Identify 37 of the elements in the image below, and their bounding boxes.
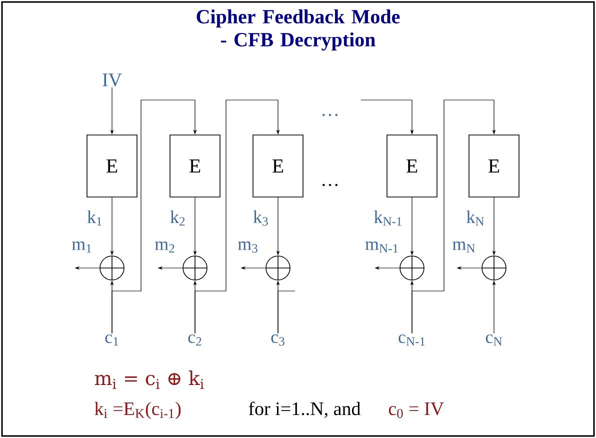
feedback-arrow <box>194 100 280 334</box>
edge-label: m$_{1}$ <box>72 241 92 253</box>
xor-symbol <box>400 256 424 280</box>
ciphertext-label: c$_{N-1}$ <box>398 334 425 346</box>
cipher-box: E <box>170 134 220 198</box>
cipher-box: E <box>386 134 438 198</box>
cipher-box: E <box>86 134 138 198</box>
xor-symbol <box>100 256 124 280</box>
edge-label: k$_{N-1}$ <box>374 210 402 226</box>
formula-text: for i=1..N, and <box>248 402 361 418</box>
formula-text: m$_{i}$ = c$_{i}$ ⊕ k$_{i}$ <box>94 370 204 389</box>
cipher-box: E <box>252 134 304 198</box>
ciphertext-label: c$_{1}$ <box>105 334 118 346</box>
edge-label: m$_{3}$ <box>238 241 258 253</box>
edge-label: k$_{2}$ <box>170 210 185 226</box>
ellipsis: … <box>322 184 338 186</box>
input-label: IV <box>102 74 122 86</box>
xor-symbol <box>182 256 208 280</box>
edge-label: k$_{1}$ <box>87 210 102 226</box>
feedback-arrow <box>112 100 197 334</box>
xor-symbol <box>482 256 506 280</box>
formula-text: k$_{i}$ =E$_{K}$(c$_{i-1}$) <box>94 402 181 420</box>
ciphertext-label: c$_{3}$ <box>271 334 284 346</box>
edge-label: m$_{N}$ <box>452 241 475 253</box>
ciphertext-label: c$_{2}$ <box>188 334 202 346</box>
ellipsis: … <box>322 114 338 116</box>
feedback-line <box>278 290 296 334</box>
edge-label: m$_{2}$ <box>154 241 174 253</box>
edge-label: k$_{N}$ <box>466 210 484 226</box>
edge-label: k$_{3}$ <box>253 210 268 226</box>
title: Cipher Feedback Mode - CFB Decryption <box>196 9 400 51</box>
formula-text: c$_{0}$ = IV <box>388 402 444 418</box>
xor-symbol <box>266 256 290 280</box>
cipher-box: E <box>468 134 520 198</box>
edge-label: m$_{N-1}$ <box>365 241 398 253</box>
feedback-arrow <box>412 100 496 334</box>
ciphertext-label: c$_{N}$ <box>486 334 502 346</box>
